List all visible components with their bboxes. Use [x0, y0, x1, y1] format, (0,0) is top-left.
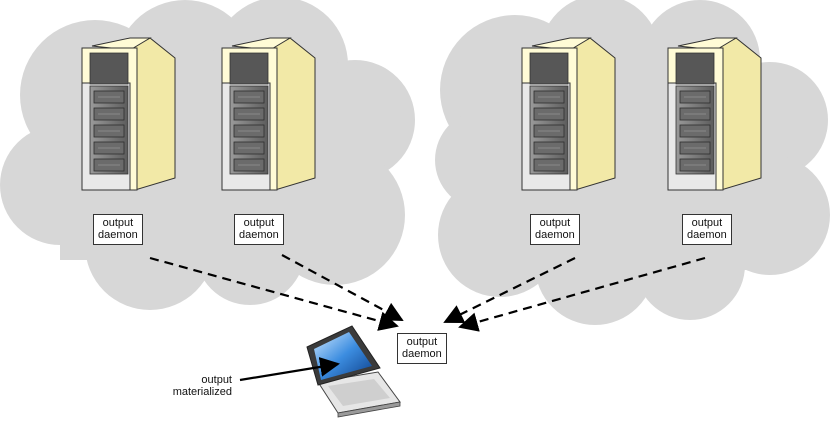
laptop-icon [306, 325, 401, 418]
daemon-label-4-line1: output [691, 217, 723, 229]
central-daemon-line1: output [406, 336, 438, 348]
daemon-label-1-line2: daemon [98, 229, 138, 241]
cloud-left-icon [0, 0, 415, 310]
cloud-right-icon [435, 0, 830, 325]
central-daemon-line2: daemon [402, 348, 442, 360]
daemon-label-3-line1: output [539, 217, 571, 229]
daemon-label-2-line2: daemon [239, 229, 279, 241]
solid-arrow [239, 357, 340, 382]
central-daemon-label: output daemon [397, 333, 447, 364]
server-icon [221, 37, 316, 191]
daemon-label-1: output daemon [93, 214, 143, 245]
dashed-arrow-1 [149, 256, 399, 331]
laptop-caption-line1: output [201, 374, 232, 386]
daemon-label-4: output daemon [682, 214, 732, 245]
dashed-arrow-4 [458, 256, 706, 332]
server-icon [81, 37, 176, 191]
daemon-label-2-line1: output [243, 217, 275, 229]
server-icon [521, 37, 616, 191]
dashed-arrow-3 [443, 257, 576, 324]
servers-group [81, 37, 762, 191]
dashed-arrow-2 [281, 254, 404, 321]
server-icon [667, 37, 762, 191]
daemon-label-3: output daemon [530, 214, 580, 245]
daemon-label-2: output daemon [234, 214, 284, 245]
daemon-label-4-line2: daemon [687, 229, 727, 241]
dashed-arrows [149, 254, 706, 332]
laptop-caption-line2: materialized [172, 386, 232, 398]
daemon-label-1-line1: output [102, 217, 134, 229]
laptop-caption: output materialized [160, 374, 232, 398]
daemon-label-3-line2: daemon [535, 229, 575, 241]
